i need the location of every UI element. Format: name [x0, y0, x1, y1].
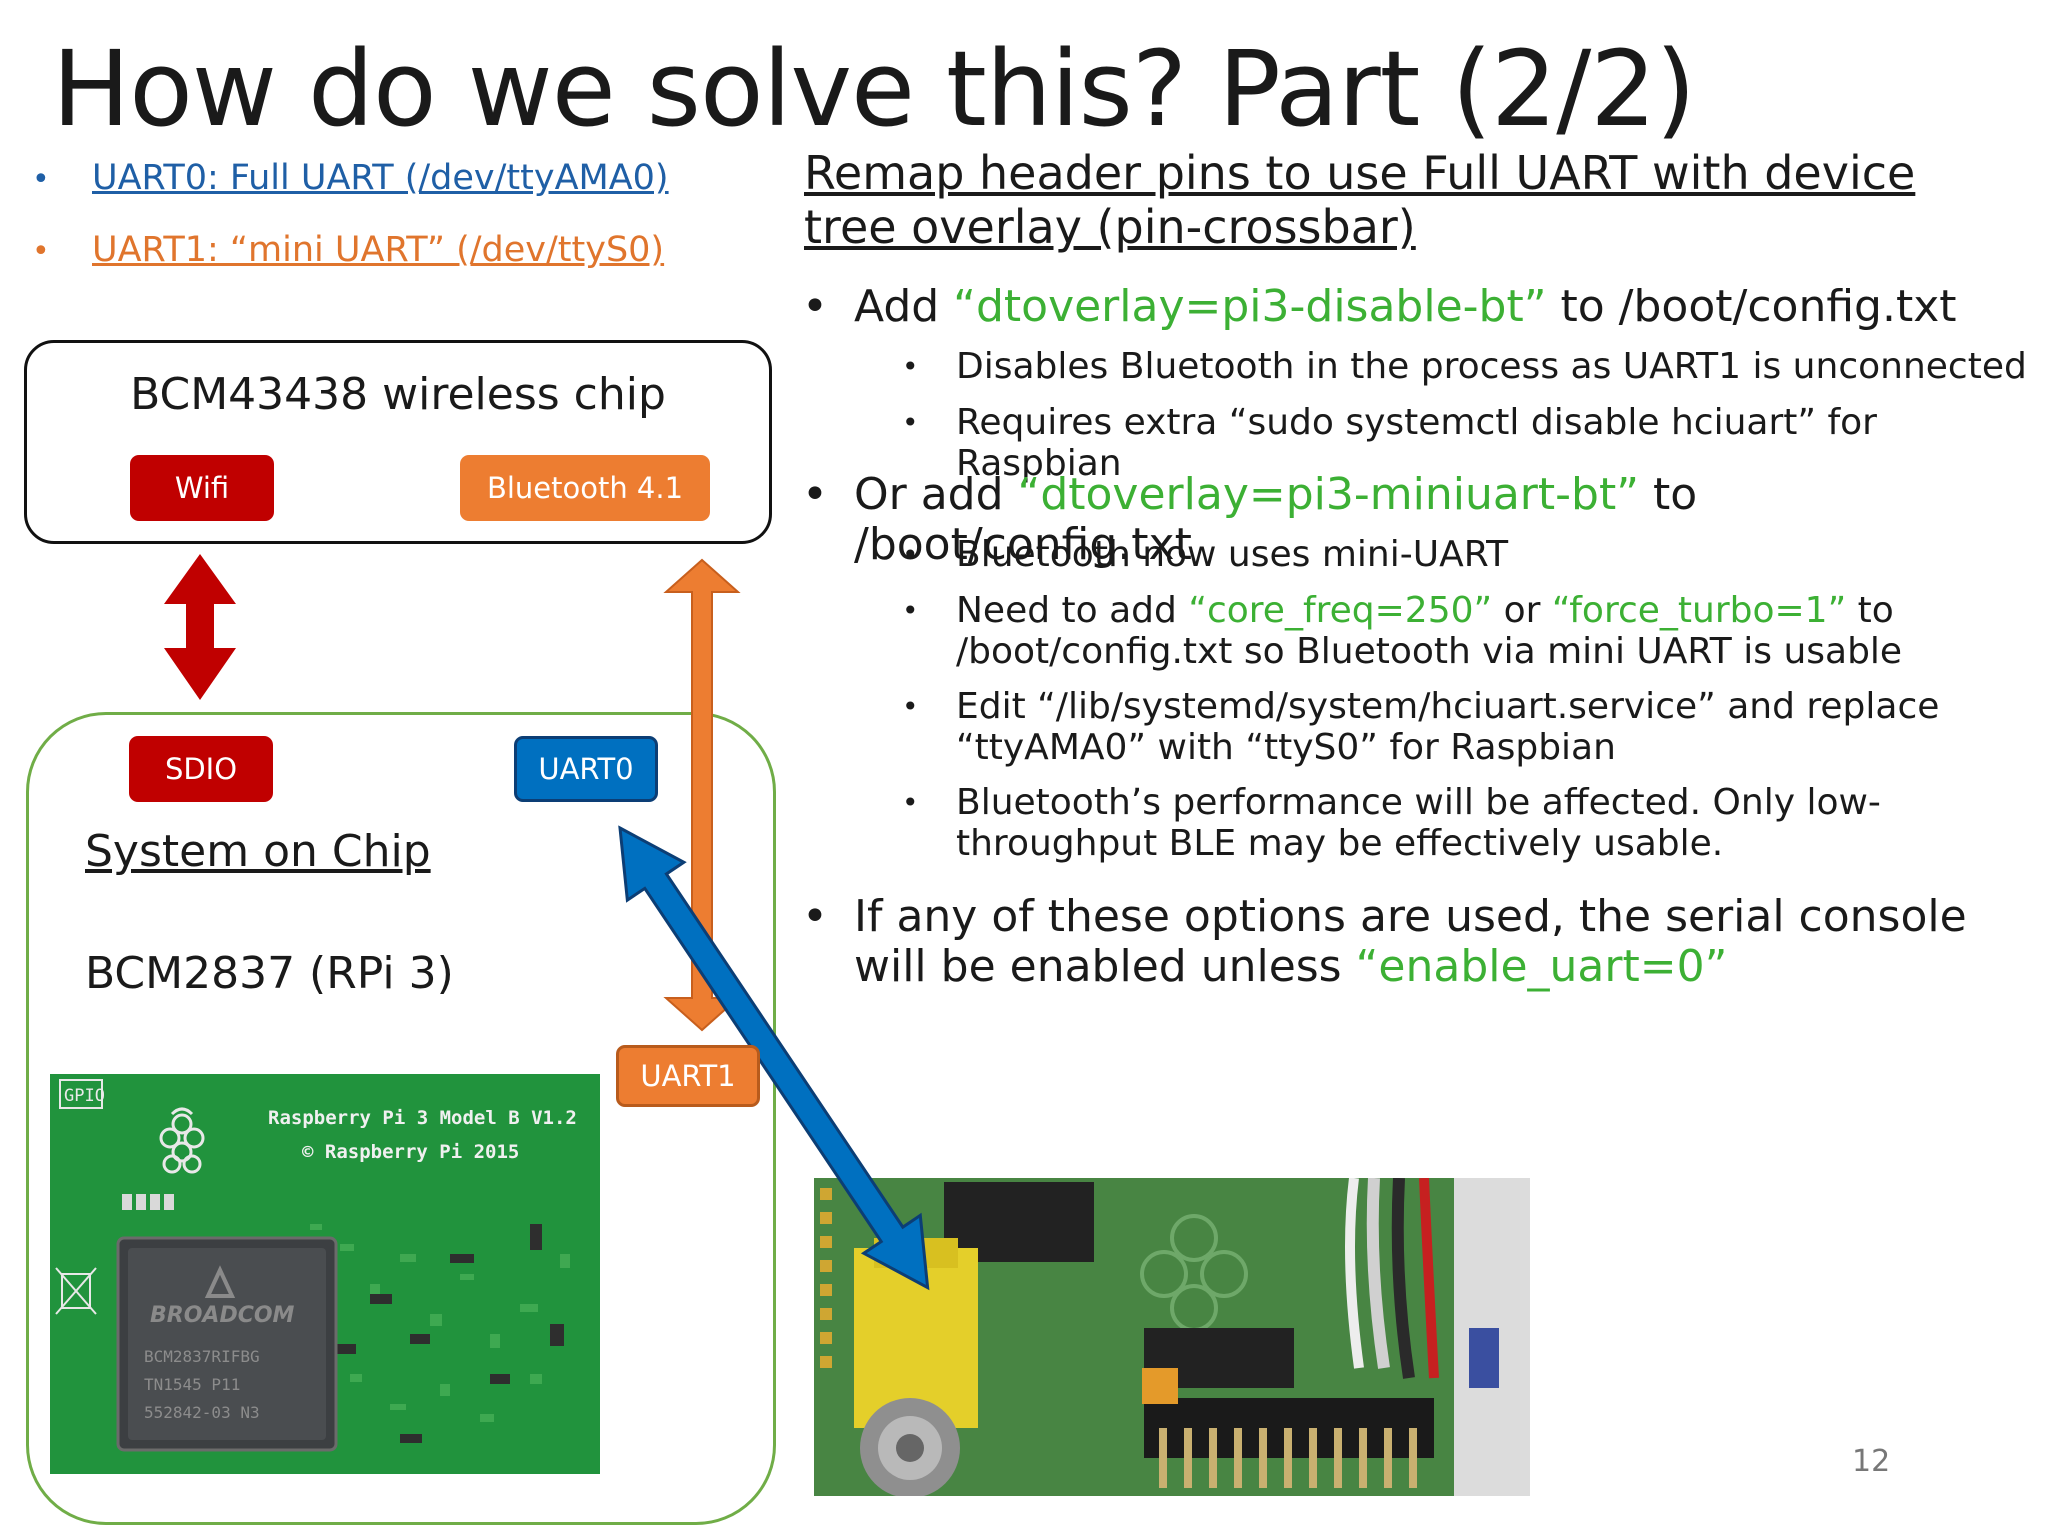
sub-bullet: • Edit “/lib/systemd/system/hciuart.serv…: [902, 686, 2032, 768]
bluetooth-uart1-arrow: [663, 558, 741, 1032]
bullet: •: [802, 469, 828, 520]
wireless-chip-box: BCM43438 wireless chip: [24, 340, 772, 544]
sub-bullet-text: Disables Bluetooth in the process as UAR…: [956, 346, 2027, 387]
bullet: •: [802, 891, 828, 942]
soc-box: [26, 712, 776, 1525]
bullet: •: [802, 281, 828, 332]
text: Or add: [854, 469, 1018, 520]
board-copyright: © Raspberry Pi 2015: [302, 1141, 519, 1163]
sub-bullet: • Requires extra “sudo systemctl disable…: [902, 402, 2032, 484]
sub-bullet-text: Requires extra “sudo systemctl disable h…: [956, 402, 1877, 484]
chip-lot: TN1545 P11: [144, 1375, 240, 1394]
bullet: •: [902, 690, 919, 723]
text: or: [1492, 590, 1552, 631]
bullet-serial-console: • If any of these options are used, the …: [802, 892, 2022, 992]
bullet: •: [32, 234, 50, 269]
text: Add: [854, 281, 954, 332]
text: to /boot/config.txt so Bluetooth via min…: [956, 590, 1903, 672]
bullet-disable-bt: • Add “dtoverlay=pi3-disable-bt” to /boo…: [802, 282, 2022, 332]
gpio-silkscreen: GPIO: [64, 1086, 105, 1106]
legend-uart0-label[interactable]: UART0: Full UART (/dev/ttyAMA0): [92, 158, 669, 198]
soc-model: BCM2837 (RPi 3): [85, 948, 454, 999]
bullet: •: [902, 538, 919, 571]
code-snippet: “dtoverlay=pi3-miniuart-bt”: [1017, 469, 1639, 520]
text: Need to add: [956, 590, 1189, 631]
right-heading: Remap header pins to use Full UART with …: [804, 146, 1916, 254]
chip-brand: BROADCOM: [150, 1303, 295, 1328]
code-snippet: “dtoverlay=pi3-disable-bt”: [953, 281, 1547, 332]
sdio-block: SDIO: [129, 736, 273, 802]
sub-bullet-text: Edit “/lib/systemd/system/hciuart.servic…: [956, 686, 1940, 768]
uart0-header-arrow: [618, 825, 930, 1291]
sdio-wifi-arrow: [164, 554, 236, 700]
legend-uart1: • UART1: “mini UART” (/dev/ttyS0): [32, 230, 664, 270]
rpi-header-image: [814, 1178, 1530, 1496]
code-snippet: “force_turbo=1”: [1551, 590, 1847, 631]
bullet: •: [32, 162, 50, 197]
slide-title: How do we solve this? Part (2/2): [52, 28, 1696, 150]
chip-part-number: BCM2837RIFBG: [144, 1347, 260, 1366]
bullet: •: [902, 594, 919, 627]
code-snippet: “enable_uart=0”: [1355, 941, 1728, 992]
uart1-block: UART1: [616, 1045, 760, 1107]
soc-label: System on Chip: [85, 826, 431, 877]
sub-bullet-text: Bluetooth now uses mini-UART: [956, 534, 1509, 575]
chip-date-code: 552842-03 N3: [144, 1403, 260, 1422]
bullet: •: [902, 350, 919, 383]
text: If any of these options are used, the se…: [854, 891, 1967, 992]
bullet-miniuart-bt: • Or add “dtoverlay=pi3-miniuart-bt” to …: [802, 470, 2022, 570]
text: to /boot/config.txt: [1546, 281, 1957, 332]
sub-bullet: • Disables Bluetooth in the process as U…: [902, 346, 2032, 387]
sub-bullet-text: Bluetooth’s performance will be affected…: [956, 782, 1881, 864]
sub-bullet: • Bluetooth now uses mini-UART: [902, 534, 2032, 575]
raspberry-logo-icon: [159, 1107, 205, 1174]
text: to /boot/config.txt: [854, 469, 1698, 570]
rpi3-board-image: GPIO Raspberry Pi 3 Model B V1.2 © Raspb…: [50, 1074, 600, 1474]
bullet: •: [902, 786, 919, 819]
bullet: •: [902, 406, 919, 439]
uart0-block: UART0: [514, 736, 658, 802]
wifi-block: Wifi: [130, 455, 274, 521]
sub-bullet: • Need to add “core_freq=250” or “force_…: [902, 590, 2032, 672]
wireless-chip-title: BCM43438 wireless chip: [130, 369, 666, 420]
rpi3-board-photo: GPIO Raspberry Pi 3 Model B V1.2 © Raspb…: [50, 1074, 600, 1474]
rpi-header-photo: [814, 1178, 1530, 1496]
board-name: Raspberry Pi 3 Model B V1.2: [268, 1107, 577, 1129]
page-number: 12: [1852, 1444, 1891, 1479]
weee-icon: [55, 1267, 97, 1315]
legend-uart0: • UART0: Full UART (/dev/ttyAMA0): [32, 158, 669, 198]
legend-uart1-label[interactable]: UART1: “mini UART” (/dev/ttyS0): [92, 230, 665, 270]
bluetooth-block: Bluetooth 4.1: [460, 455, 710, 521]
code-snippet: “core_freq=250”: [1188, 590, 1493, 631]
sub-bullet: • Bluetooth’s performance will be affect…: [902, 782, 2032, 864]
